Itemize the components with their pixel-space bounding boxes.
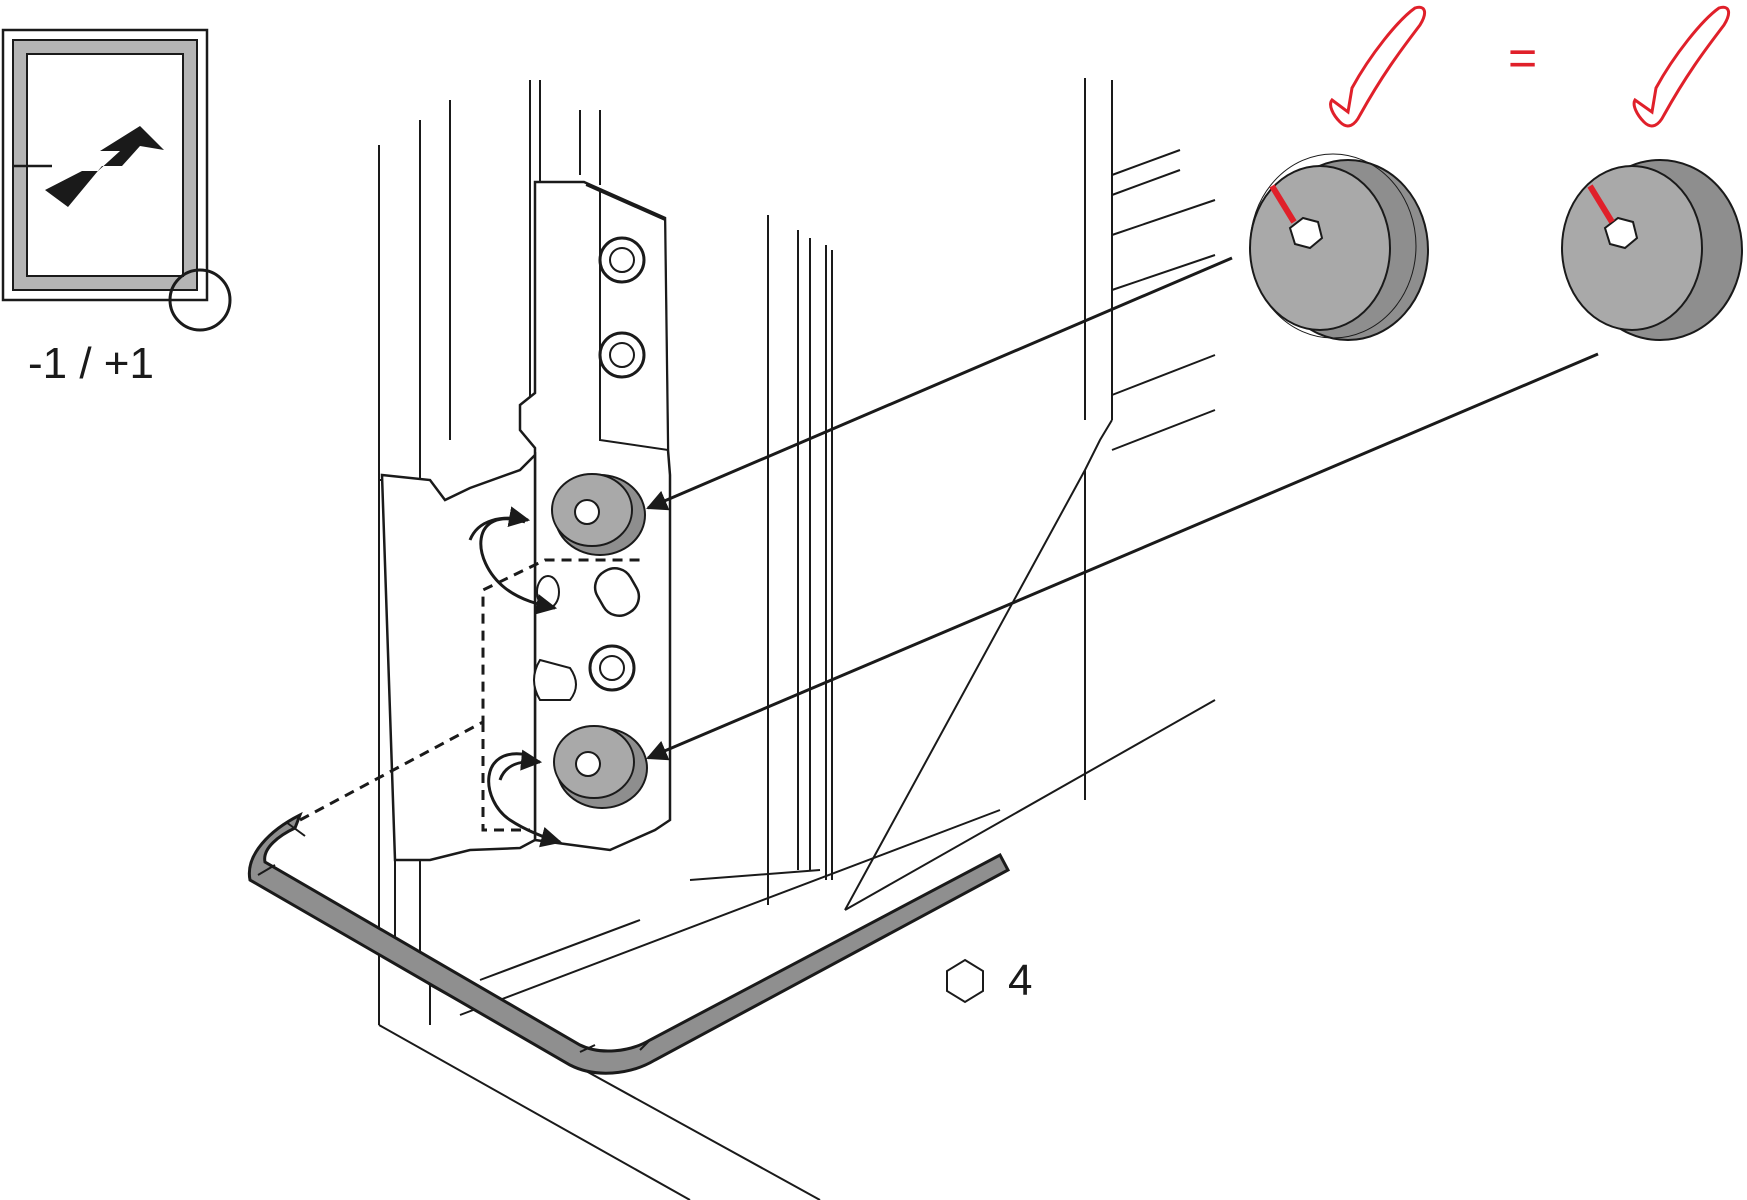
- hinge-slot: [593, 567, 641, 617]
- cam-marker-line: [1587, 184, 1615, 224]
- hex-key: [247, 811, 1011, 1075]
- lateral-adjust-arrow-icon: [45, 126, 164, 207]
- cam-detail-right: [1561, 159, 1743, 341]
- rotation-arrow-upper: [468, 506, 558, 615]
- hexagon-icon: [946, 958, 984, 1004]
- equals-sign: =: [1508, 30, 1537, 86]
- rivet-lower: [588, 644, 636, 692]
- corner-highlight-circle: [168, 268, 232, 332]
- pin-lower: [533, 658, 577, 701]
- hex-key-size-label: 4: [1008, 956, 1032, 1005]
- eccentric-cam-lower: [553, 725, 648, 809]
- leader-arrow-upper: [646, 256, 1233, 511]
- hex-key-insertion-path: [299, 558, 640, 832]
- window-frame-inset: [1, 28, 232, 332]
- cam-detail-left: [1249, 153, 1429, 341]
- eccentric-cam-upper: [551, 473, 646, 556]
- leader-arrow-lower: [646, 352, 1599, 761]
- adjustment-range-label: -1 / +1: [28, 339, 154, 388]
- rivet-middle: [598, 331, 646, 379]
- rotation-arrow-lower: [487, 749, 563, 848]
- hinge-strip: [585, 184, 670, 692]
- rivet-upper: [598, 236, 646, 284]
- checkmark-icon: [1632, 5, 1731, 128]
- cam-marker-line: [1269, 184, 1297, 224]
- checkmark-icon: [1329, 5, 1427, 128]
